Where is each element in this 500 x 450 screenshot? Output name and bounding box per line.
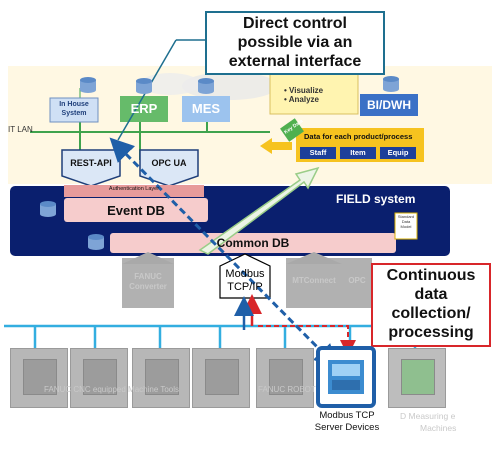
it-lan-label: IT LAN: [8, 125, 33, 134]
bi-dwh-label: BI/DWH: [367, 98, 411, 112]
opc-ua-label: OPC UA: [151, 158, 187, 168]
visualize-panel: [269, 71, 359, 115]
mt-connect-label: MTConnect: [292, 276, 336, 285]
key-data-tag: [280, 118, 304, 142]
opc-box: [342, 258, 372, 308]
common-db-label: Common DB: [216, 236, 290, 250]
robot-machine: [256, 348, 314, 408]
bi-dwh-box: [360, 94, 418, 116]
data-tab-staff: Staff: [309, 148, 327, 157]
continuous-collection-callout: [371, 263, 491, 347]
red-dashed-arrow: [258, 325, 356, 356]
cnc-machine-1: [10, 348, 68, 408]
rest-api-label: REST-API: [70, 158, 112, 168]
database-icon: [383, 76, 399, 92]
database-icon: [136, 78, 152, 94]
measuring-label: D Measuring e Machines: [400, 411, 457, 433]
field-system-title: FIELD system: [336, 192, 416, 206]
auth-layer-label: Authentication Layer: [108, 186, 160, 192]
mes-label: MES: [191, 101, 221, 116]
data-tab-equip: Equip: [387, 148, 409, 157]
opc-small-label: OPC: [348, 276, 366, 285]
visualize-label: • Visualize: [284, 86, 324, 95]
erp-box: [120, 96, 168, 122]
continuous-text: Continuous data collection/ processing: [386, 267, 476, 341]
analyze-label: • Analyze: [284, 95, 319, 104]
measuring-machine: [388, 348, 446, 408]
fanuc-cnc-label: FANUC CNC equipped Machine Tools: [44, 385, 180, 394]
direct-control-callout: [205, 11, 385, 75]
database-icon: [198, 78, 214, 94]
event-db-label: Event DB: [107, 203, 165, 218]
blue-dashed-arrow: [109, 137, 339, 369]
data-each-label: Data for each product/process: [304, 132, 413, 141]
direct-control-text: Direct control possible via an external …: [228, 15, 362, 70]
cloud-shape: [140, 73, 200, 95]
database-icon: [80, 77, 96, 93]
in-house-system-box: [49, 97, 99, 123]
data-tab-item: Item: [350, 148, 366, 157]
cnc-machine-2: [70, 348, 128, 408]
fanuc-robot-label: FANUC ROBOT: [258, 385, 316, 394]
mes-box: [182, 96, 230, 122]
cnc-machine-3: [132, 348, 190, 408]
standard-data-model: [394, 212, 418, 240]
cnc-machine-4: [192, 348, 250, 408]
erp-label: ERP: [130, 101, 158, 116]
database-icon: [88, 234, 104, 250]
database-icon: [40, 201, 56, 217]
